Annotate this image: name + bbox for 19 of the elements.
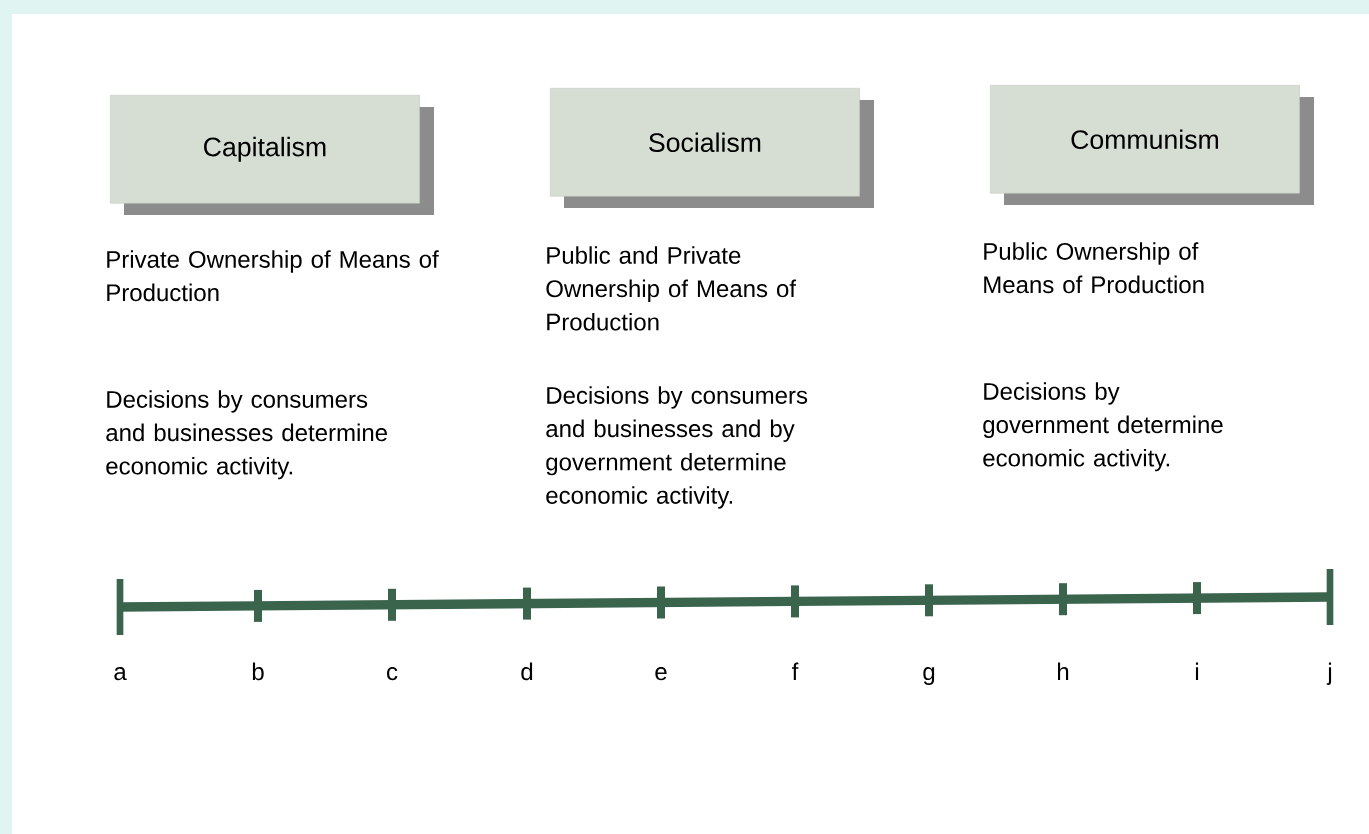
label-box: Communism — [990, 85, 1314, 205]
scale-label: a — [114, 667, 127, 681]
description-text: Decisions by consumers and businesses determine economic activity. — [106, 390, 387, 480]
description-text: Private Ownership of Means of Production — [107, 250, 439, 302]
scale-label: f — [792, 662, 799, 680]
scale-label: j — [1326, 662, 1332, 685]
scale-label: i — [1195, 662, 1199, 680]
scale-label: c — [387, 667, 398, 681]
scale-label: b — [252, 662, 264, 681]
scale-label: g — [923, 667, 935, 685]
scale-label: e — [655, 667, 667, 681]
label-box: Socialism — [550, 88, 874, 208]
scale-label: h — [1058, 662, 1069, 680]
scale-label: d — [521, 662, 533, 681]
description-text: Public and Private Ownership of Means of Production — [546, 246, 797, 331]
description-text: Decisions by consumers and businesses and by government determine economic activity. — [546, 386, 808, 509]
label-box: Capitalism — [110, 95, 434, 215]
description-text: Decisions by government determine economic activity. — [983, 382, 1223, 472]
description-text: Public Ownership of Means of Production — [984, 242, 1204, 294]
